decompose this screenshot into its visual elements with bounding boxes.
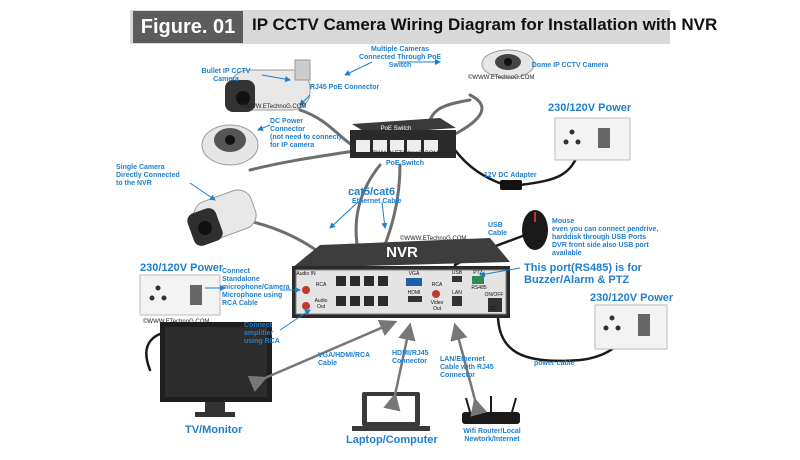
panel-rs485: RS485 xyxy=(471,285,487,291)
watermark-nvr: ©WWW.ETechnoG.COM xyxy=(400,236,467,242)
watermark-left: ©WWW.ETechnoG.COM xyxy=(143,319,210,325)
socket-right xyxy=(594,304,668,350)
label-ethernet-cable: Ethernet Cable xyxy=(352,198,402,205)
label-multiple-cameras: Multiple Cameras Connected Through PoE S… xyxy=(358,46,442,69)
label-power-cable: power cable xyxy=(534,360,575,367)
poe-switch xyxy=(350,118,456,158)
panel-vga: VGA xyxy=(408,271,420,277)
dome-camera-left xyxy=(201,124,259,166)
label-rs485: This port(RS485) is for Buzzer/Alarm & P… xyxy=(524,262,642,286)
label-amp: Connect amplifier using RCA xyxy=(244,322,280,345)
figure-badge: Figure. 01 xyxy=(133,11,243,43)
label-power-top: 230/120V Power xyxy=(548,102,632,114)
panel-ptz: PTZ xyxy=(473,270,483,276)
label-bullet-camera: Bullet IP CCTV Camera xyxy=(201,68,251,83)
label-power-right: 230/120V Power xyxy=(590,292,674,304)
label-mic: Connect Standalone microphone/Camera Mic… xyxy=(222,268,290,307)
panel-dc: DC xyxy=(489,306,497,312)
label-tv: TV/Monitor xyxy=(185,424,243,436)
panel-rca-video: RCA xyxy=(431,282,443,288)
label-dc-power: DC Power Connector (not need to connect)… xyxy=(270,118,342,149)
label-adapter: 12V DC Adapter xyxy=(484,172,537,179)
poe-switch-title: PoE Switch xyxy=(380,126,412,132)
label-cat-cable: cat5/cat6 xyxy=(348,186,396,198)
label-single-camera: Single Camera Directly Connected to the … xyxy=(116,164,180,187)
label-usb-cable: USB Cable xyxy=(488,222,508,237)
nvr-title: NVR xyxy=(386,244,418,261)
cable-dome2-to-switch xyxy=(248,148,362,172)
bullet-camera-top xyxy=(225,59,311,112)
annotation-arrows xyxy=(189,59,521,331)
nvr-body xyxy=(292,238,510,318)
label-lan: LAN/Ethernet Cable with RJ45 Connector xyxy=(440,356,494,379)
label-power-left: 230/120V Power xyxy=(140,262,224,274)
label-mouse: Mouse even you can connect pendrive, har… xyxy=(552,218,659,257)
watermark-top: ©WWW.ETechnoG.COM xyxy=(468,75,535,81)
label-dome-camera: Dome IP CCTV Camera xyxy=(531,62,609,69)
panel-usb: USB xyxy=(451,270,463,276)
panel-lan: LAN xyxy=(452,290,462,296)
label-rj45-poe: RJ45 PoE Connector xyxy=(310,84,380,91)
panel-hdmi: HDMI xyxy=(407,290,421,296)
socket-top xyxy=(554,117,631,161)
label-router: Wifi Router/Local Newtork/Internet xyxy=(463,428,521,443)
laptop xyxy=(352,392,430,431)
panel-rca: RCA xyxy=(315,282,327,288)
label-laptop: Laptop/Computer xyxy=(346,434,438,446)
device-arrows xyxy=(247,319,488,417)
router xyxy=(462,396,520,424)
label-vga: VGA/HDMI/RCA Cable xyxy=(318,352,371,367)
watermark-switch: ©WWW.ETechnoG.COM xyxy=(372,151,439,157)
panel-onoff: ON/OFF xyxy=(484,292,504,298)
panel-video-out: Video Out xyxy=(430,300,444,312)
mouse xyxy=(522,210,548,250)
dome-camera-top xyxy=(481,49,535,79)
diagram-title: IP CCTV Camera Wiring Diagram for Instal… xyxy=(252,15,718,34)
dc-adapter xyxy=(500,180,522,190)
bullet-camera-bottom xyxy=(187,189,257,246)
socket-left xyxy=(139,274,221,316)
panel-audio-in: Audio IN xyxy=(296,271,316,277)
watermark-bullet: ©WWW.ETechnoG.COM xyxy=(240,104,307,110)
label-hdmi-rj45: HDMI/RJ45 Connector xyxy=(392,350,429,365)
panel-audio-out: Audio Out xyxy=(314,298,328,310)
label-poe-switch: PoE Switch xyxy=(385,160,425,167)
